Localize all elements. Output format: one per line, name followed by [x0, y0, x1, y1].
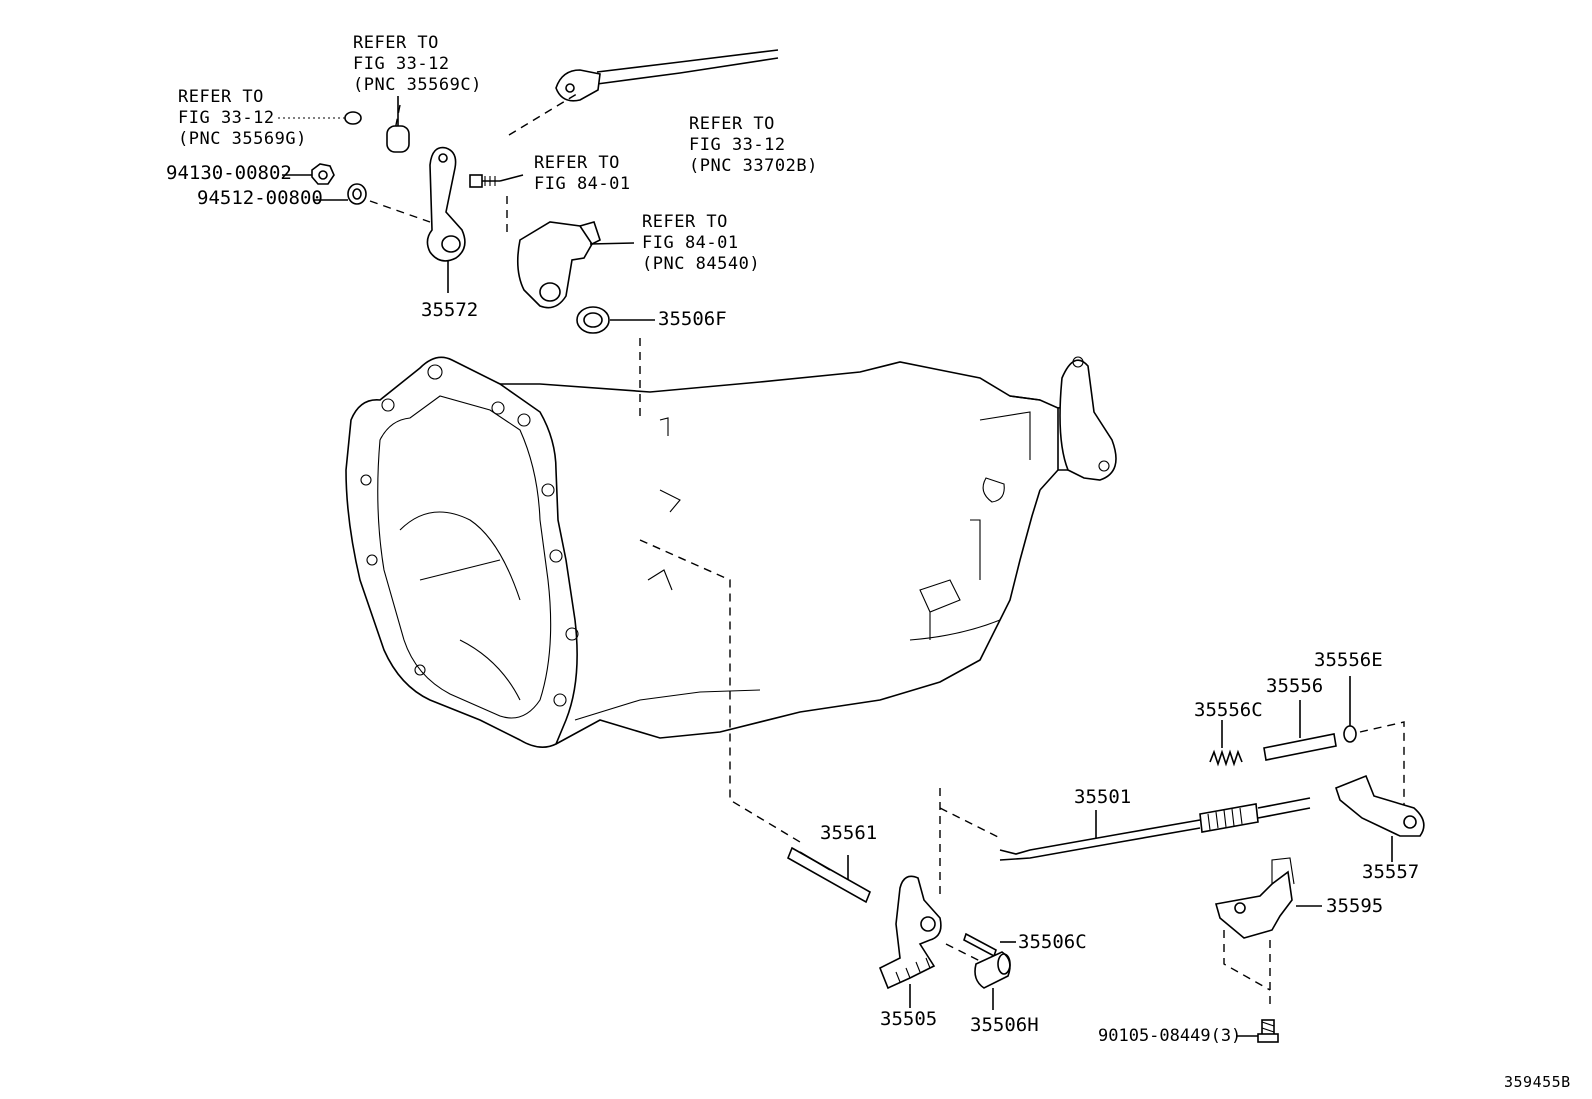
clip-35556E	[1343, 676, 1357, 743]
ref-line: FIG 33-12	[353, 54, 450, 74]
part-number-35506F: 35506F	[658, 308, 727, 330]
ref-line: (PNC 33702B)	[689, 156, 818, 176]
oil-seal-35506F	[576, 306, 655, 334]
washer-94512	[314, 183, 367, 205]
ref-line: REFER TO	[642, 212, 728, 232]
part-number-35505: 35505	[880, 1008, 938, 1030]
ref-line: REFER TO	[178, 87, 264, 107]
ref-line: (PNC 35569G)	[178, 129, 307, 149]
part-number-35556E: 35556E	[1314, 649, 1383, 671]
manual-valve-shaft-35561	[786, 846, 872, 904]
ref-line: REFER TO	[534, 153, 620, 173]
figure-id: 359455B	[1504, 1073, 1571, 1091]
spring-pin-35506C	[963, 932, 1016, 958]
manual-detent-lever-35505	[878, 875, 942, 1008]
bracket-35557	[1335, 774, 1425, 862]
ref-line: FIG 84-01	[534, 174, 631, 194]
part-number-35556C: 35556C	[1194, 699, 1263, 721]
part-number-35572: 35572	[421, 299, 479, 321]
bushing-35569C	[386, 96, 410, 153]
spring-35556C	[1209, 720, 1243, 767]
pin-35556	[1263, 700, 1337, 761]
part-number-94130: 94130-00802	[166, 162, 292, 184]
part-number-35556: 35556	[1266, 675, 1324, 697]
ref-line: (PNC 84540)	[642, 254, 761, 274]
ref-line: REFER TO	[689, 114, 775, 134]
ref-line: FIG 33-12	[689, 135, 786, 155]
collar-35506H	[974, 951, 1011, 1010]
bolt-90105	[1236, 1019, 1279, 1043]
ref-line: REFER TO	[353, 33, 439, 53]
bushing-35569G	[278, 111, 362, 125]
nut-94130	[282, 163, 335, 185]
part-number-35501: 35501	[1074, 786, 1132, 808]
part-number-35561: 35561	[820, 822, 878, 844]
part-number-35506C: 35506C	[1018, 931, 1087, 953]
shift-cable-upper	[555, 49, 779, 102]
part-number-35506H: 35506H	[970, 1014, 1039, 1036]
part-number-35595: 35595	[1326, 895, 1384, 917]
transmission-control-cable-35501	[999, 797, 1311, 861]
part-number-35557: 35557	[1362, 861, 1420, 883]
ref-line: FIG 84-01	[642, 233, 739, 253]
part-number-90105: 90105-08449(3)	[1098, 1026, 1242, 1046]
transmission-housing	[345, 356, 1117, 748]
ref-line: (PNC 35569C)	[353, 75, 482, 95]
part-number-94512: 94512-00800	[197, 187, 323, 209]
bolt-84-01	[469, 174, 524, 188]
neutral-start-switch	[516, 221, 635, 309]
control-lever-35572	[426, 146, 466, 293]
bracket-35595	[1214, 857, 1322, 939]
ref-line: FIG 33-12	[178, 108, 275, 128]
